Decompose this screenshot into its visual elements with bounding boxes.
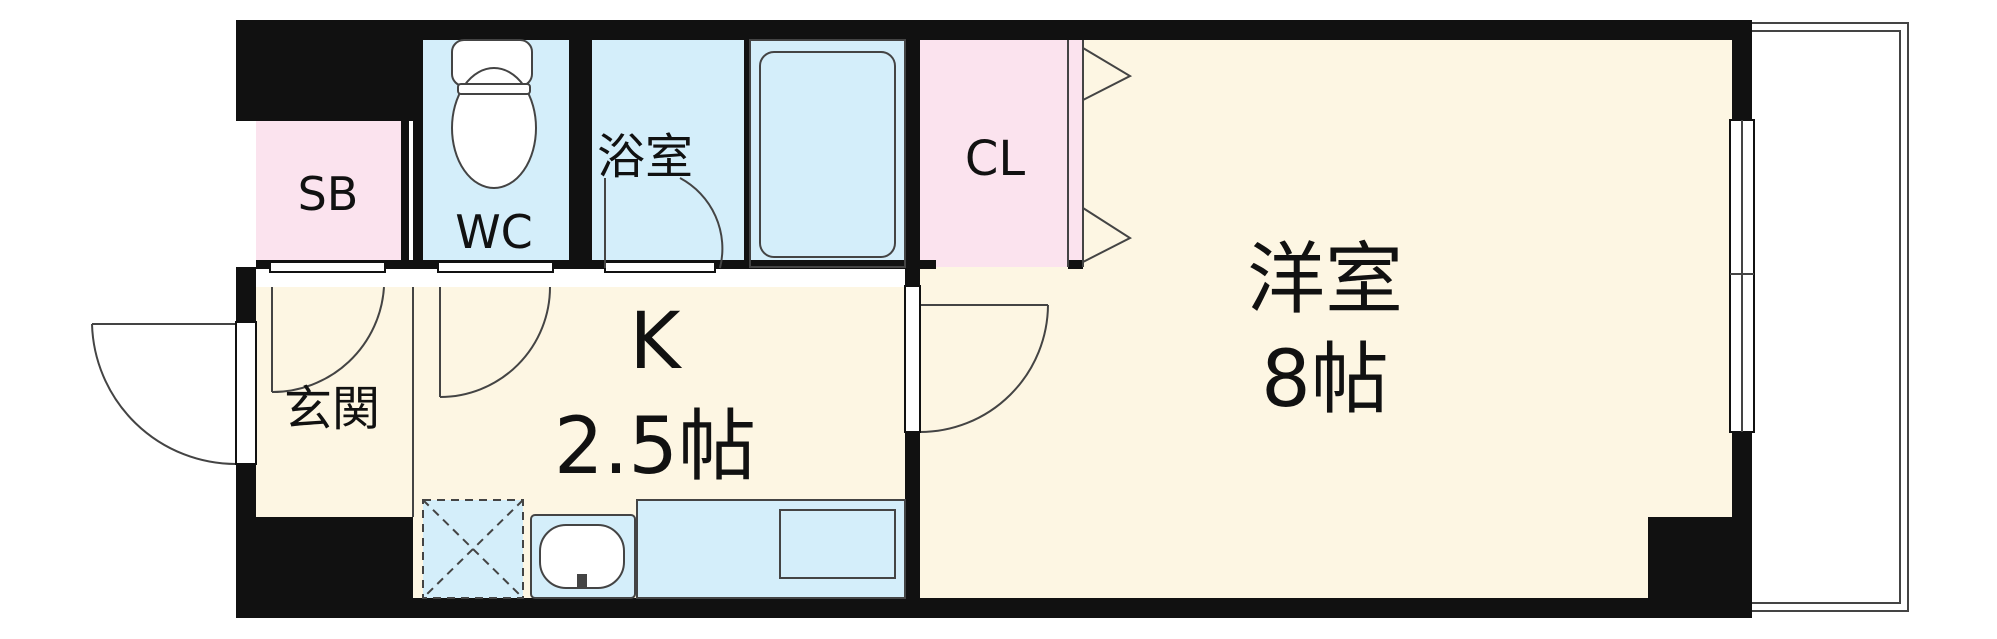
genkan-area xyxy=(256,287,413,517)
wc-label: WC xyxy=(455,205,533,259)
western-room-size-label: 8帖 xyxy=(1261,335,1389,425)
kitchen-size-label: 2.5帖 xyxy=(554,402,756,492)
stove-counter xyxy=(636,499,906,599)
cl-label: CL xyxy=(965,131,1026,187)
sink-fixture xyxy=(530,514,636,599)
bathtub-fixture xyxy=(749,39,906,268)
door-openings xyxy=(269,261,716,273)
genkan-label: 玄関 xyxy=(284,381,380,437)
entrance-door xyxy=(235,321,257,465)
sb-label: SB xyxy=(298,167,359,221)
western-door-jamb xyxy=(904,285,921,433)
walls xyxy=(236,20,1752,618)
balcony-window xyxy=(1729,119,1755,433)
partitions xyxy=(256,20,1083,269)
balcony xyxy=(1752,22,1909,612)
western-room-cl-cover xyxy=(920,40,1083,267)
fridge-space xyxy=(422,499,524,599)
sb-area xyxy=(256,121,401,267)
toilet-fixture xyxy=(451,39,537,189)
door-swings xyxy=(91,177,1049,465)
kitchen-label: K xyxy=(629,297,682,387)
western-room-label: 洋室 xyxy=(1247,235,1403,325)
bath-label: 浴室 xyxy=(597,129,693,185)
closet-doors xyxy=(1067,40,1133,267)
